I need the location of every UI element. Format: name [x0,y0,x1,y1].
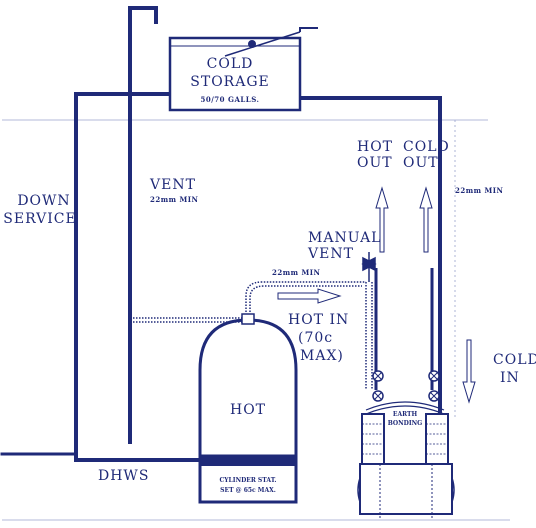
cold-out-line2: OUT [403,155,439,171]
tank-title-line2: STORAGE [190,74,269,90]
cold-in-line2: IN [500,370,520,386]
vent-size-label: 22mm MIN [150,195,199,204]
tank-capacity: 50/70 GALLS. [201,95,260,104]
manual-vent-line1: MANUAL [308,230,381,246]
float-ball [248,40,256,48]
pipe-size-right-label: 22mm MIN [455,186,504,195]
hot-cylinder: HOT CYLINDER STAT. SET @ 65c MAX. [198,318,298,504]
float-arm [224,31,301,57]
down-service-line1: DOWN [17,193,70,209]
main-pipework [0,6,442,462]
hot-flow-pipes [130,281,373,390]
manual-vent-valve [361,252,377,282]
tank-title-line1: COLD [207,56,254,72]
hot-in-line2: (70c [298,330,333,346]
cold-out-line1: COLD [403,139,450,155]
cold-in-arrow [462,339,476,404]
boiler-unit [357,268,455,520]
cylinder-stat-line2: SET @ 65c MAX. [220,487,276,494]
cylinder-stat-line1: CYLINDER STAT. [220,477,277,484]
vent-label: VENT [149,177,196,193]
down-service-line2: SERVICE [3,211,76,227]
cylinder-stat-band [200,456,296,466]
inlet-pipe [299,27,318,32]
cylinder-connector [241,313,255,325]
guide-lines [2,119,510,521]
cylinder-body [198,318,298,470]
cold-in-line1: COLD [493,352,536,368]
hot-in-line1: HOT IN [288,312,349,328]
earth-bonding-line2: BONDING [388,420,423,427]
tank-body [168,36,302,112]
hot-out-arrow [375,186,389,253]
manual-vent-line2: VENT [307,246,354,262]
pipe-size-top-label: 22mm MIN [272,268,321,277]
earth-bonding-line1: EARTH [393,411,418,418]
hot-out-line1: HOT [357,139,393,155]
cylinder-label: HOT [230,402,266,418]
cold-out-arrow [419,186,433,253]
cold-storage-tank: COLD STORAGE 50/70 GALLS. [168,27,318,112]
flow-arrows [277,186,476,404]
dhws-label: DHWS [98,468,149,484]
hot-in-line3: MAX) [300,348,344,364]
hot-in-arrow [277,288,342,304]
hot-out-line2: OUT [357,155,393,171]
labels: DOWN SERVICE VENT 22mm MIN MANUAL VENT 2… [3,139,536,484]
